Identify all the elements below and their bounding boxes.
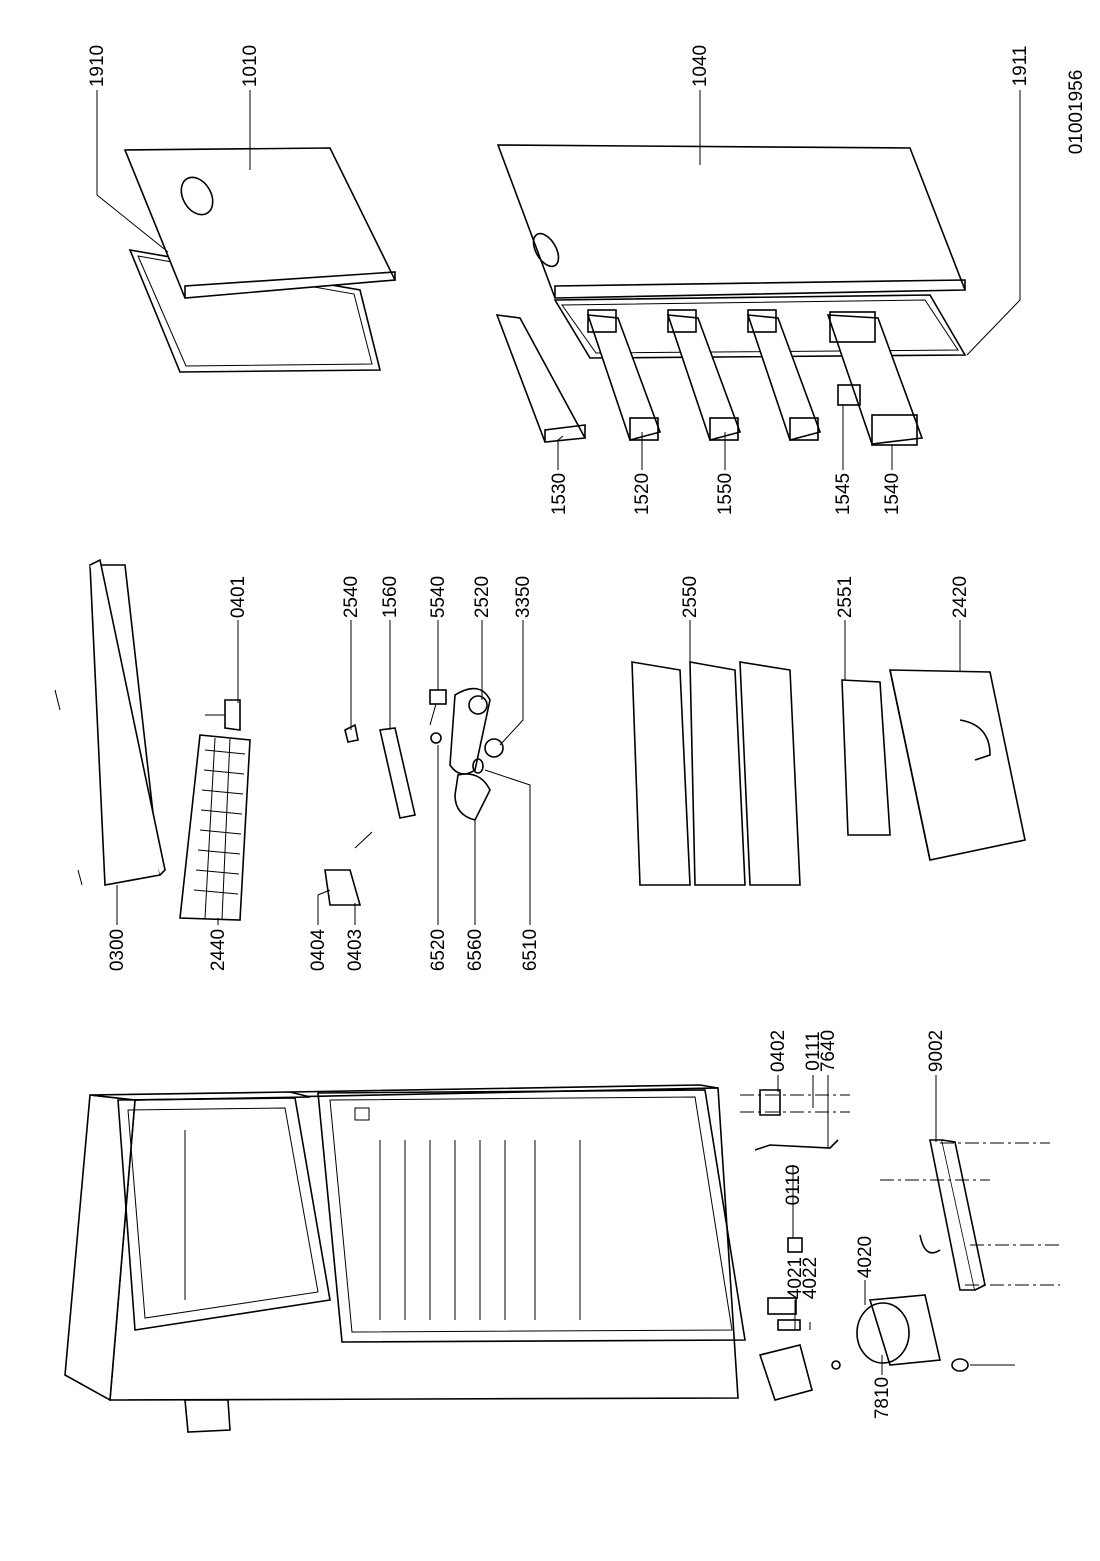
hinge-0404-0403 (324, 831, 373, 906)
door-shelf-1540 (826, 311, 924, 446)
label-1550: 1550 (715, 473, 736, 515)
label-2550: 2550 (680, 576, 701, 618)
door-shelf-middle (746, 309, 822, 441)
compressor-4020 (856, 1294, 941, 1366)
glass-shelf-3 (739, 661, 801, 886)
lamp-cover-1560 (379, 727, 416, 819)
label-0404: 0404 (308, 928, 329, 971)
worktop-lid (54, 558, 166, 886)
hinge-0401 (205, 699, 241, 731)
label-7640: 7640 (818, 1030, 839, 1072)
part-labels: 1910 1010 1040 1911 1530 1520 1550 1545 … (87, 45, 1031, 1419)
label-2440: 2440 (208, 929, 229, 971)
label-1910: 1910 (87, 45, 108, 87)
part-0110 (787, 1237, 803, 1253)
label-3350: 3350 (513, 576, 534, 618)
label-6560: 6560 (465, 929, 486, 971)
label-5540: 5540 (428, 576, 449, 618)
label-1010: 1010 (240, 45, 261, 87)
label-0403: 0403 (345, 929, 366, 971)
label-1911: 1911 (1010, 46, 1031, 87)
label-4022: 4022 (800, 1257, 821, 1299)
label-2420: 2420 (950, 576, 971, 618)
door-shelf-1550 (666, 309, 742, 441)
capillary-7640 (754, 1139, 839, 1151)
label-1040: 1040 (690, 45, 711, 87)
compressor-cover (758, 1344, 813, 1401)
label-0401: 0401 (228, 576, 249, 618)
label-4020: 4020 (855, 1236, 876, 1278)
vibration-pad-7810 (831, 1358, 1015, 1372)
label-1520: 1520 (632, 473, 653, 515)
fridge-door-gasket (553, 294, 967, 359)
label-1530: 1530 (549, 473, 570, 515)
label-0111: 0111 (803, 1031, 824, 1070)
label-2520: 2520 (472, 576, 493, 618)
drawing-number: 01001956 (1066, 70, 1087, 155)
label-4021: 4021 (785, 1257, 806, 1299)
label-6520: 6520 (428, 929, 449, 971)
leader-lines (96, 90, 1021, 1375)
door-shelf-flap-1545 (837, 384, 861, 406)
door-shelf-1520 (586, 309, 662, 441)
cabinet (64, 1084, 746, 1433)
label-2540: 2540 (341, 576, 362, 618)
label-6510: 6510 (520, 929, 541, 971)
lamp-6510 (472, 758, 484, 774)
label-1560: 1560 (380, 576, 401, 618)
thermostat-housing-2520 (449, 687, 491, 775)
glass-shelf-1 (631, 661, 691, 886)
label-7810: 7810 (872, 1377, 893, 1419)
label-1540: 1540 (882, 473, 903, 515)
label-2551: 2551 (835, 576, 856, 618)
knob-3350 (484, 738, 504, 758)
label-1545: 1545 (833, 473, 854, 515)
fridge-door (496, 144, 967, 299)
part-2540 (344, 723, 359, 743)
freezer-door (123, 147, 397, 299)
label-0300: 0300 (107, 929, 128, 971)
lamp-holder-5540 (429, 689, 447, 726)
label-9002: 9002 (926, 1030, 947, 1072)
crisper-2420 (889, 669, 1026, 861)
label-0402: 0402 (768, 1030, 789, 1072)
bulb-6520 (430, 732, 442, 744)
light-cover-6560 (454, 773, 491, 821)
door-shelf-1530 (495, 314, 587, 443)
hinge-0402 (740, 1089, 850, 1116)
freezer-grid-shelf (179, 734, 251, 921)
label-0110: 0110 (783, 1165, 804, 1206)
relay-4021-4022 (767, 1297, 801, 1331)
crisper-cover-2551 (841, 679, 891, 836)
machine-plate-9002 (880, 1139, 1060, 1291)
glass-shelf-2 (689, 661, 746, 886)
